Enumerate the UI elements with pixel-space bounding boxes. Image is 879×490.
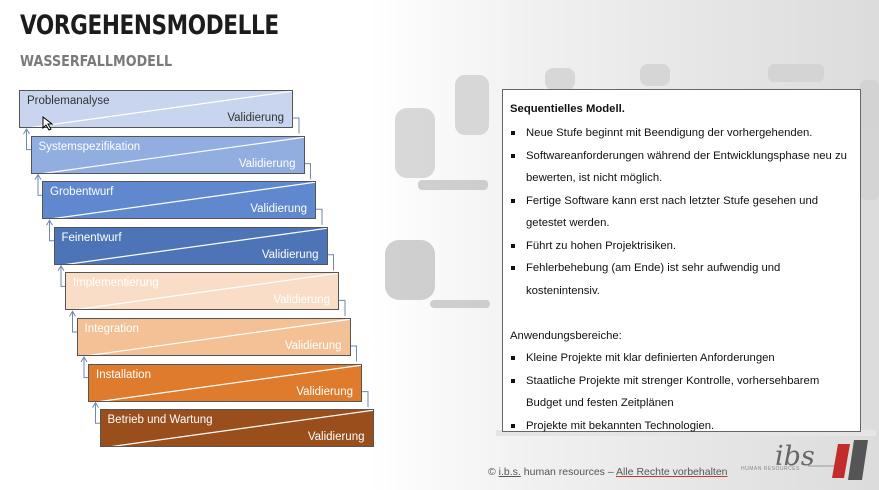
arrow-head-icon <box>57 264 65 272</box>
step-diagonal <box>53 182 315 219</box>
page-title: VORGEHENSMODELLE <box>20 10 279 41</box>
footer-brand: i.b.s. <box>498 466 521 478</box>
step-name: Grobentwurf <box>50 186 114 199</box>
forward-connector <box>316 208 323 225</box>
step-validation: Validierung <box>261 248 319 261</box>
arrow-head-icon <box>23 128 30 135</box>
list-item: Softwareanforderungen während der Entwic… <box>510 145 852 190</box>
arrow-head-icon <box>69 310 76 317</box>
arrow-head-icon <box>80 356 88 363</box>
step-diagonal <box>64 227 327 264</box>
step-name: Systemspezifikation <box>38 140 141 153</box>
list-item: Staatliche Projekte mit strenger Kontrol… <box>510 370 852 415</box>
footer-company: human resources – <box>523 466 614 478</box>
forward-connector <box>293 117 300 134</box>
arrow-head-icon <box>92 401 99 408</box>
arrow-head-icon <box>34 173 42 180</box>
step-diagonal <box>76 273 338 310</box>
footer: © i.b.s. human resources – Alle Rechte v… <box>488 466 728 478</box>
arrow-head-icon <box>46 219 53 226</box>
list-item: Projekte mit bekannten Technologien. <box>510 415 852 438</box>
list-item: Fehlerbehebung (am Ende) ist sehr aufwen… <box>510 257 852 302</box>
list-item: Führt zu hohen Projektrisiken. <box>510 235 852 258</box>
step-diagonal <box>30 91 292 127</box>
forward-connector <box>327 254 334 271</box>
panel-heading: Sequentielles Modell. <box>510 103 625 115</box>
step-name: Feinentwurf <box>61 231 122 244</box>
step-name: Integration <box>84 323 139 335</box>
step-diagonal <box>99 364 361 401</box>
page-subtitle: WASSERFALLMODELL <box>20 52 173 70</box>
step-diagonal <box>87 319 350 355</box>
step-validation: Validierung <box>227 112 284 124</box>
applications-list: Kleine Projekte mit klar definierten Anf… <box>510 347 852 437</box>
forward-connector <box>304 163 311 180</box>
step-validation: Validierung <box>284 340 342 352</box>
footer-rights: Alle Rechte vorbehalten <box>616 466 728 478</box>
step-diagonal <box>110 410 373 447</box>
logo-text: ibs <box>775 441 815 472</box>
step-diagonal <box>41 136 304 173</box>
list-item: Neue Stufe beginnt mit Beendigung der vo… <box>510 122 852 145</box>
step-name: Betrieb und Wartung <box>107 414 213 427</box>
step-name: Installation <box>96 368 151 381</box>
copyright-symbol: © <box>488 466 496 478</box>
logo-subtext: HUMAN RESOURCES <box>741 466 800 472</box>
step-name: Problemanalyse <box>27 95 110 107</box>
forward-connector <box>350 345 357 362</box>
list-item: Fertige Software kann erst nach letzter … <box>510 190 852 235</box>
step-validation: Validierung <box>250 203 307 216</box>
company-logo <box>808 440 868 480</box>
properties-list: Neue Stufe beginnt mit Beendigung der vo… <box>510 122 852 302</box>
list-item: Kleine Projekte mit klar definierten Anf… <box>510 347 852 370</box>
info-panel: Sequentielles Modell. Neue Stufe beginnt… <box>502 89 861 432</box>
step-validation: Validierung <box>307 431 365 444</box>
forward-connector <box>362 391 369 408</box>
step-validation: Validierung <box>273 294 330 307</box>
step-validation: Validierung <box>238 157 296 170</box>
forward-connector <box>339 299 346 316</box>
applications-heading: Anwendungsbereiche: <box>510 330 622 342</box>
step-name: Implementierung <box>73 277 159 290</box>
step-validation: Validierung <box>296 385 353 398</box>
mouse-cursor-icon <box>42 116 54 131</box>
